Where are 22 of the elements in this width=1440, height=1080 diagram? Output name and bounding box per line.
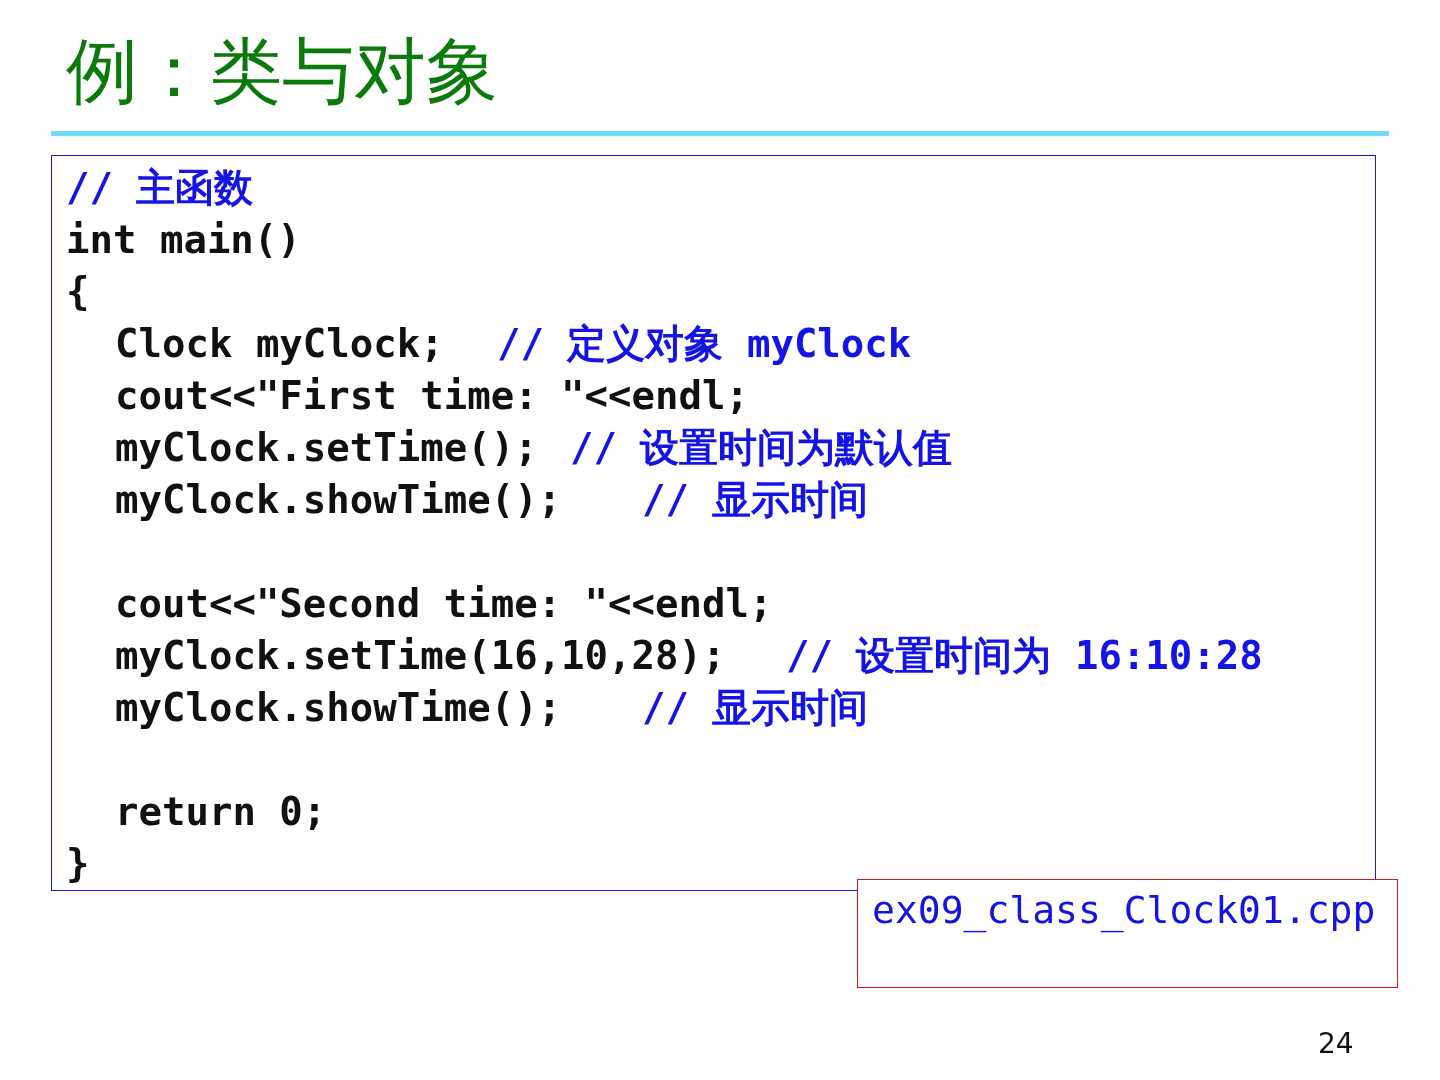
code-line: myClock.setTime(16,10,28);: [115, 633, 726, 679]
code-comment: // 显示时间: [642, 685, 869, 731]
file-name-text: ex09_class_Clock01.cpp: [872, 887, 1377, 934]
code-comment: // 设置时间为 16:10:28: [786, 633, 1263, 679]
code-comment: // 主函数: [66, 165, 254, 211]
code-comment: // 显示时间: [642, 477, 869, 523]
code-line: return 0;: [115, 789, 327, 835]
code-line: myClock.setTime();: [115, 425, 538, 471]
slide-title: 例：类与对象: [66, 28, 498, 115]
code-line: cout<<"Second time: "<<endl;: [115, 581, 773, 627]
page-number: 24: [1318, 1027, 1354, 1061]
code-comment: // 设置时间为默认值: [570, 425, 953, 471]
code-box: [51, 155, 1376, 891]
code-line: }: [66, 841, 90, 887]
code-line: myClock.showTime();: [115, 477, 562, 523]
code-line: cout<<"First time: "<<endl;: [115, 373, 749, 419]
code-line: myClock.showTime();: [115, 685, 562, 731]
code-comment: // 定义对象 myClock: [497, 321, 912, 367]
code-line: Clock myClock;: [115, 321, 444, 367]
code-line: {: [66, 269, 90, 315]
code-line: int main(): [66, 217, 301, 263]
file-name-box: [857, 879, 1398, 988]
